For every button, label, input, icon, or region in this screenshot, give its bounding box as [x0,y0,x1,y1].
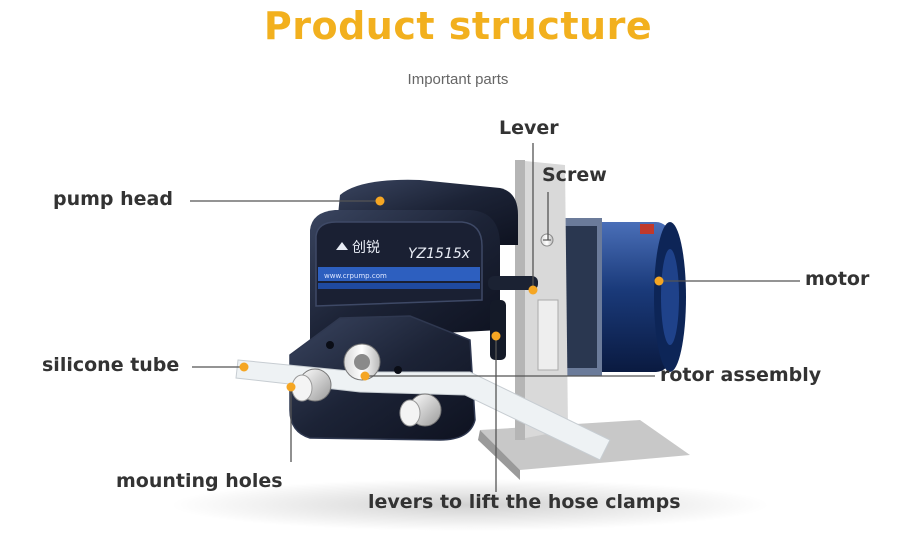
knob-right [399,393,442,427]
page-subtitle: Important parts [407,71,509,88]
model-text: YZ1515x [408,246,471,262]
label-pump-head: pump head [53,188,173,210]
label-motor: motor [805,268,870,290]
dot-mounting-holes [286,382,296,392]
brand-text: 创锐 [352,240,380,256]
dot-motor [654,276,664,286]
dot-silicone-tube [239,362,249,372]
label-hose-clamp-levers: levers to lift the hose clamps [368,491,681,513]
label-stripe [318,267,480,281]
label-screw: Screw [542,164,607,186]
dot-lever [528,285,538,295]
label-mounting-holes: mounting holes [116,470,283,492]
dot-hose-clamp [491,331,501,341]
dot-rotor [360,371,370,381]
label-silicone-tube: silicone tube [42,354,180,376]
dot-pump-head [375,196,385,206]
page-title: Product structure [263,4,653,48]
label-lever: Lever [499,117,559,139]
motor [560,218,686,376]
floor-shadow [170,479,770,531]
label-panel [315,221,483,307]
label-rotor-assembly: rotor assembly [660,364,822,386]
website-text: www.crpump.com [324,272,387,280]
lever [488,276,538,360]
